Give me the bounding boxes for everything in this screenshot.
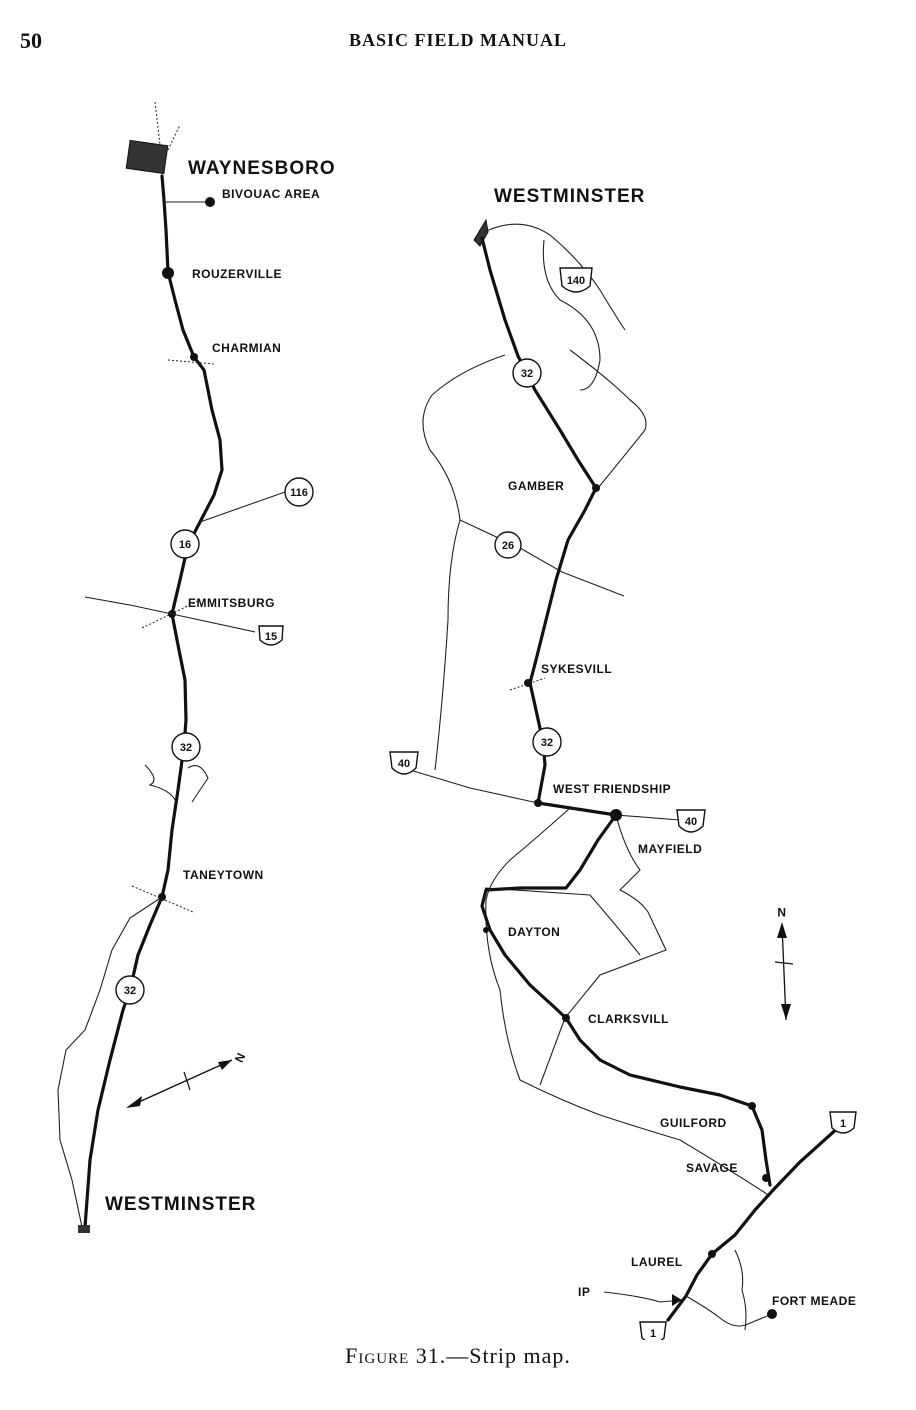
waynesboro-rail xyxy=(167,124,181,151)
road-15 xyxy=(84,596,256,633)
label-emmitsburg: EMMITSBURG xyxy=(188,596,275,610)
svg-text:40: 40 xyxy=(685,816,697,828)
label-savage: SAVAGE xyxy=(686,1161,738,1175)
right-main-route xyxy=(480,236,772,1187)
route-140-marker: 140 xyxy=(559,267,593,293)
route-32-marker-south: 32 xyxy=(532,727,562,757)
route-1-marker-north: 1 xyxy=(829,1111,857,1134)
right-outline-south xyxy=(485,807,771,1197)
route-1-marker-south: 1 xyxy=(639,1321,667,1340)
label-gamber: GAMBER xyxy=(508,479,564,493)
west-friendship-point xyxy=(534,799,542,807)
route-15-marker: 15 xyxy=(258,625,284,646)
mayfield-point xyxy=(610,809,622,821)
left-main-route xyxy=(83,174,224,1229)
road-116 xyxy=(199,491,286,523)
road-140 xyxy=(542,239,601,391)
label-dayton: DAYTON xyxy=(508,925,560,939)
right-outline-west xyxy=(422,354,506,771)
ip-arrow xyxy=(603,1291,683,1303)
label-mayfield: MAYFIELD xyxy=(638,842,702,856)
svg-text:26: 26 xyxy=(502,540,514,552)
label-laurel: LAUREL xyxy=(631,1255,683,1269)
fort-meade-road xyxy=(685,1295,773,1327)
route-1-road xyxy=(666,1124,842,1322)
label-charmian: CHARMIAN xyxy=(212,341,281,355)
patuxent-river xyxy=(734,1249,747,1331)
caption-lead: Figure xyxy=(345,1343,410,1368)
clarksvill-point xyxy=(562,1014,570,1022)
dayton-point xyxy=(483,927,489,933)
label-west-friendship: WEST FRIENDSHIP xyxy=(553,782,671,796)
monocacy-stream xyxy=(144,764,209,803)
label-bivouac-area: BIVOUAC AREA xyxy=(222,187,320,201)
label-ip: IP xyxy=(578,1285,590,1299)
route-116-marker: 116 xyxy=(284,477,314,507)
guilford-point xyxy=(748,1102,756,1110)
route-26-marker: 26 xyxy=(494,531,522,559)
route-16-marker: 16 xyxy=(170,529,200,559)
left-north-arrow: N xyxy=(126,1050,249,1108)
page-number: 50 xyxy=(20,28,42,53)
road-40-west xyxy=(409,769,539,804)
label-left-westminster: WESTMINSTER xyxy=(105,1194,256,1215)
left-strip-map: 116 16 15 32 32 WAYNESBORO BIVOUAC AREA … xyxy=(57,101,336,1233)
svg-text:15: 15 xyxy=(265,631,277,643)
svg-text:N: N xyxy=(232,1050,249,1064)
charmian-point xyxy=(190,353,198,361)
svg-text:32: 32 xyxy=(521,368,533,380)
svg-text:32: 32 xyxy=(124,985,136,997)
charmian-rail xyxy=(167,359,215,365)
route-40-marker-west: 40 xyxy=(389,751,419,775)
dayton-road xyxy=(484,887,641,956)
svg-text:140: 140 xyxy=(567,275,585,287)
right-outline-east xyxy=(569,349,647,489)
taneytown-rail xyxy=(131,885,194,913)
svg-text:32: 32 xyxy=(541,737,553,749)
road-40-east xyxy=(615,814,681,821)
fort-meade-point xyxy=(767,1309,777,1319)
mayfield-loop xyxy=(564,814,667,1019)
label-rouzerville: ROUZERVILLE xyxy=(192,267,282,281)
svg-text:1: 1 xyxy=(650,1328,656,1340)
label-right-westminster: WESTMINSTER xyxy=(494,186,645,207)
bivouac-area-point xyxy=(205,197,215,207)
label-clarksvill: CLARKSVILL xyxy=(588,1012,669,1026)
running-head: BASIC FIELD MANUAL xyxy=(348,30,568,50)
right-north-arrow: N xyxy=(774,905,794,1021)
svg-text:N: N xyxy=(777,905,786,919)
waynesboro-road-stub xyxy=(154,101,161,146)
strip-map: 116 16 15 32 32 WAYNESBORO BIVOUAC AREA … xyxy=(57,101,857,1340)
svg-text:16: 16 xyxy=(179,539,191,551)
right-strip-map: 140 32 26 32 40 40 1 1 W xyxy=(389,186,857,1340)
caption-text: 31.—Strip map. xyxy=(415,1343,571,1368)
left-alt-road xyxy=(57,896,163,1228)
taneytown-point xyxy=(158,893,166,901)
svg-text:40: 40 xyxy=(398,758,410,770)
svg-text:32: 32 xyxy=(180,742,192,754)
label-fort-meade: FORT MEADE xyxy=(772,1294,856,1308)
svg-text:1: 1 xyxy=(840,1118,846,1130)
road-26 xyxy=(459,519,625,597)
label-guilford: GUILFORD xyxy=(660,1116,727,1130)
clarksvill-south-road xyxy=(539,1017,566,1086)
label-sykesvill: SYKESVILL xyxy=(541,662,612,676)
figure-caption: Figure 31.—Strip map. xyxy=(0,1343,916,1369)
left-westminster-symbol xyxy=(78,1225,90,1233)
label-taneytown: TANEYTOWN xyxy=(183,868,264,882)
laurel-point xyxy=(708,1250,716,1258)
rouzerville-point xyxy=(162,267,174,279)
savage-point xyxy=(762,1174,770,1182)
route-32-marker-north: 32 xyxy=(512,358,542,388)
route-40-marker-east: 40 xyxy=(676,809,706,833)
waynesboro-town-symbol xyxy=(125,139,169,175)
right-westminster-symbol xyxy=(473,218,489,247)
svg-text:116: 116 xyxy=(290,487,308,499)
right-outline-north xyxy=(483,223,626,331)
label-waynesboro: WAYNESBORO xyxy=(188,158,336,179)
ip-arrow-head xyxy=(672,1294,682,1306)
route-32-marker-lower: 32 xyxy=(115,975,145,1005)
gamber-point xyxy=(592,484,600,492)
route-32-marker-upper: 32 xyxy=(171,732,201,762)
